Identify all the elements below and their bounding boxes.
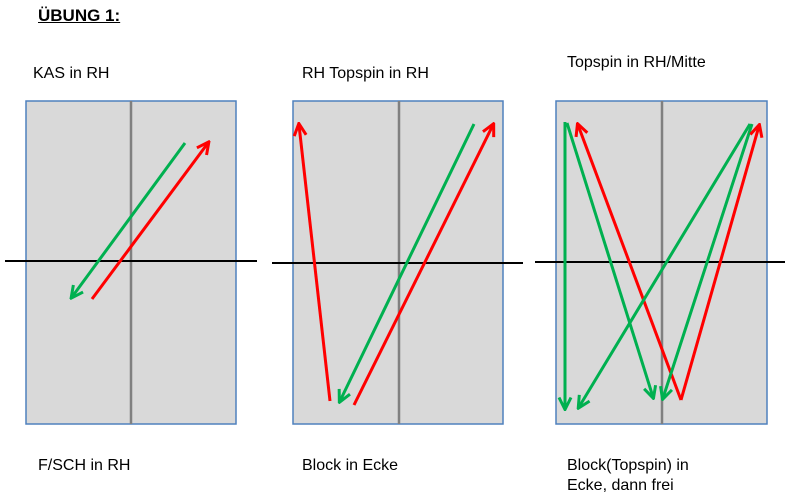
red-arrow <box>578 125 683 401</box>
green-arrow <box>579 123 752 407</box>
green-arrow <box>72 142 187 297</box>
green-arrow <box>340 123 476 401</box>
panel-3-bottom-label-line1: Block(Topspin) in <box>567 457 689 474</box>
table-panel-1 <box>5 100 257 425</box>
panel-3-top-label: Topspin in RH/Mitte <box>567 54 706 71</box>
panel-3-bottom-label-line2: Ecke, dann frei <box>567 477 674 494</box>
panel-1-top-label: KAS in RH <box>33 65 110 82</box>
exercise-title: ÜBUNG 1: <box>38 6 121 25</box>
red-arrow <box>299 125 332 402</box>
red-arrow <box>90 143 208 300</box>
panel-2-top-label: RH Topspin in RH <box>302 65 429 82</box>
table-panel-3 <box>535 100 785 425</box>
green-arrow <box>663 123 754 398</box>
panel-2-bottom-label: Block in Ecke <box>302 457 399 474</box>
red-arrow <box>679 126 759 401</box>
red-arrow <box>352 125 493 406</box>
panel-1-bottom-label: F/SCH in RH <box>38 457 131 474</box>
green-arrow <box>565 122 653 397</box>
table-panel-2 <box>272 100 523 425</box>
